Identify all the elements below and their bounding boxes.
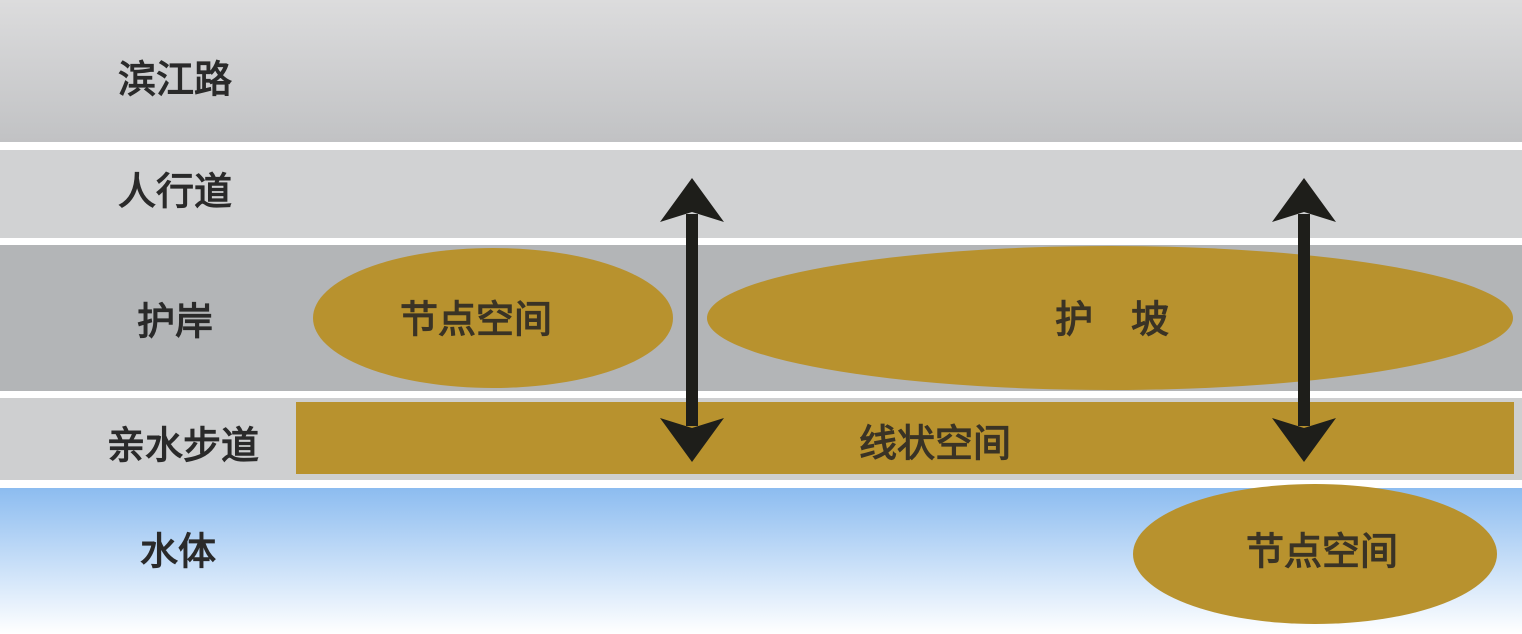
slope-label: 护 坡: [1055, 298, 1169, 342]
node-space-label-water: 节点空间: [1246, 530, 1398, 574]
band-label-road: 滨江路: [118, 58, 233, 102]
double-arrow-icon: [1272, 178, 1336, 462]
band-label-revetment: 护岸: [137, 300, 213, 344]
node-space-ellipse-water: [1133, 484, 1497, 624]
double-arrow-icon: [660, 178, 724, 462]
node-space-label-left: 节点空间: [400, 298, 552, 342]
band-label-sidewalk: 人行道: [118, 170, 232, 214]
band-label-waterside-walk: 亲水步道: [107, 424, 259, 468]
road-band: [0, 0, 1522, 142]
linear-space-label: 线状空间: [859, 422, 1011, 466]
node-space-ellipse-left: [313, 248, 673, 388]
sidewalk-band: [0, 150, 1522, 238]
band-label-water: 水体: [140, 530, 216, 574]
slope-ellipse: [707, 246, 1513, 390]
